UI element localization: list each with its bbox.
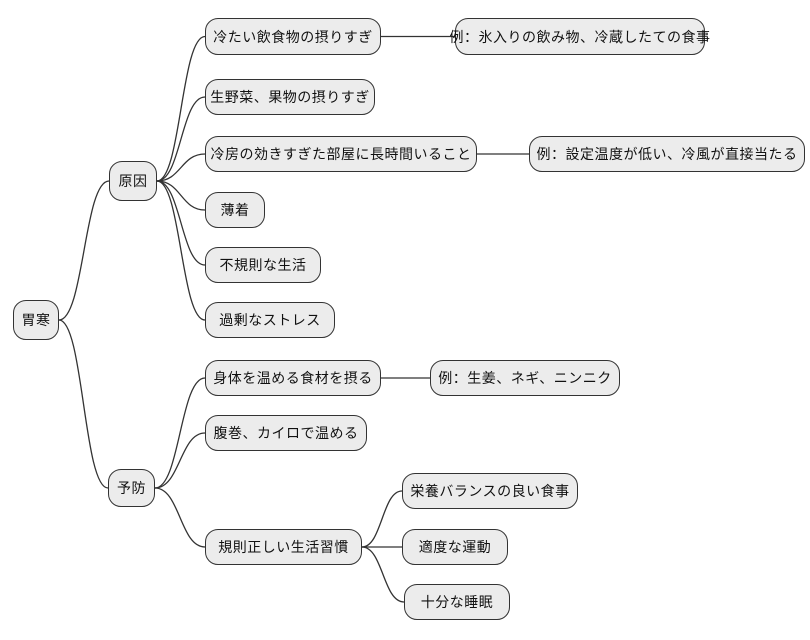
- edge-cause-c2: [156, 96, 206, 182]
- edge-cause-c5: [156, 180, 206, 266]
- edge-cause-c3: [156, 153, 206, 182]
- node-c3e: 例：設定温度が低い、冷風が直接当たる: [529, 136, 805, 172]
- node-p3b: 適度な運動: [402, 529, 508, 565]
- node-p3a: 栄養バランスの良い食事: [402, 473, 578, 509]
- node-c1e: 例：氷入りの飲み物、冷蔵したての食事: [450, 18, 710, 55]
- edge-cause-c1: [156, 35, 206, 182]
- node-p3: 規則正しい生活習慣: [205, 529, 362, 565]
- edge-prevent-p3: [154, 487, 206, 548]
- node-p3c: 十分な睡眠: [404, 584, 510, 620]
- edge-cause-c4: [156, 180, 206, 211]
- edge-cause-c6: [156, 180, 206, 321]
- node-p2: 腹巻、カイロで温める: [205, 415, 367, 451]
- node-p1: 身体を温める食材を摂る: [205, 360, 381, 396]
- edge-p3-p3a: [361, 490, 403, 548]
- node-c5: 不規則な生活: [205, 247, 321, 283]
- node-root: 胃寒: [13, 300, 59, 340]
- node-p1e: 例：生姜、ネギ、ニンニク: [430, 360, 620, 396]
- edge-prevent-p2: [154, 432, 206, 489]
- node-c4: 薄着: [205, 192, 265, 228]
- node-c2: 生野菜、果物の摂りすぎ: [205, 79, 375, 115]
- node-cause: 原因: [109, 161, 157, 201]
- edge-root-cause: [58, 180, 110, 321]
- node-c1: 冷たい飲食物の摂りすぎ: [205, 18, 381, 55]
- edge-p3-p3c: [361, 546, 405, 603]
- node-c6: 過剰なストレス: [205, 302, 335, 338]
- edge-prevent-p1: [154, 377, 206, 489]
- node-c3: 冷房の効きすぎた部屋に長時間いること: [205, 136, 477, 172]
- node-prevent: 予防: [108, 469, 155, 507]
- edge-root-prevent: [58, 319, 109, 489]
